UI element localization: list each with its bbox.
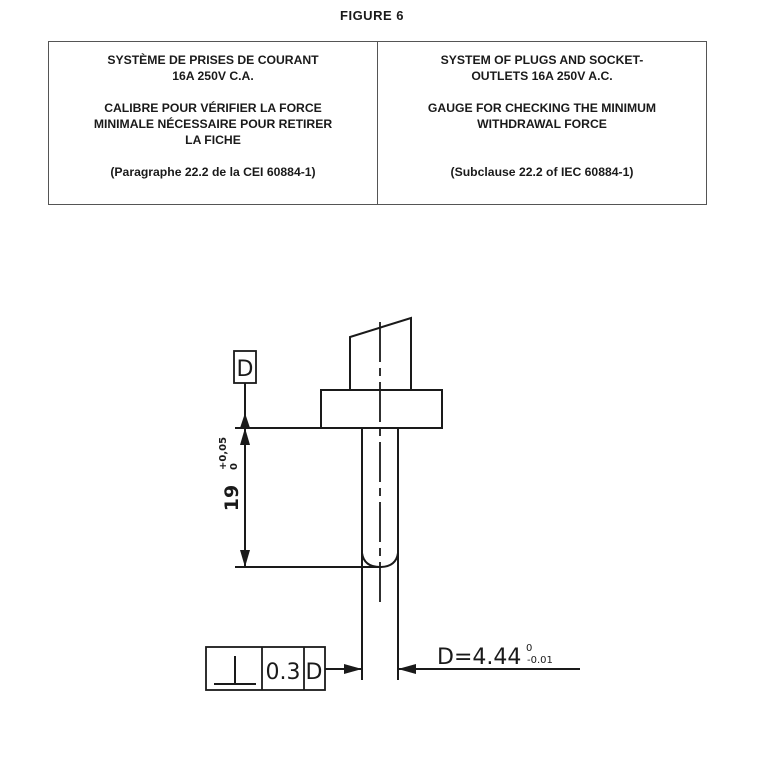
english-title-line-2: OUTLETS 16A 250V A.C.	[471, 69, 613, 83]
diameter-label: D=4.44	[437, 645, 521, 670]
arrow-down-dim	[240, 550, 250, 567]
diameter-upper-tolerance: 0	[526, 643, 532, 654]
arrow-up-datum	[240, 413, 250, 428]
tolerance-datum: D	[306, 660, 323, 685]
datum-label: D	[237, 357, 254, 382]
length-dimension-value: 19	[221, 485, 243, 511]
title-cell-french: SYSTÈME DE PRISES DE COURANT 16A 250V C.…	[49, 42, 378, 204]
arrow-left-diameter	[398, 664, 416, 674]
french-title-line-2: 16A 250V C.A.	[172, 69, 254, 83]
length-upper-tolerance: +0,05	[218, 437, 229, 470]
arrow-right-diameter	[344, 664, 362, 674]
french-title-line-1: SYSTÈME DE PRISES DE COURANT	[107, 53, 319, 67]
flange-outline	[320, 389, 443, 429]
french-subtitle-line-2: MINIMALE NÉCESSAIRE POUR RETIRER	[93, 117, 333, 131]
french-subtitle-line-3: LA FICHE	[185, 133, 241, 147]
english-reference: (Subclause 22.2 of IEC 60884-1)	[450, 165, 634, 179]
english-subtitle-line-1: GAUGE FOR CHECKING THE MINIMUM	[427, 101, 657, 115]
tolerance-value: 0.3	[266, 660, 301, 685]
length-lower-tolerance: 0	[229, 463, 240, 470]
english-title-line-1: SYSTEM OF PLUGS AND SOCKET-	[440, 53, 644, 67]
french-subtitle-line-1: CALIBRE POUR VÉRIFIER LA FORCE	[104, 101, 322, 115]
title-cell-english: SYSTEM OF PLUGS AND SOCKET- OUTLETS 16A …	[378, 42, 706, 204]
french-reference: (Paragraphe 22.2 de la CEI 60884-1)	[110, 165, 316, 179]
title-block-table: SYSTÈME DE PRISES DE COURANT 16A 250V C.…	[48, 41, 707, 205]
diameter-lower-tolerance: -0.01	[527, 655, 553, 666]
arrow-up-dim	[240, 428, 250, 445]
figure-title: FIGURE 6	[340, 8, 404, 23]
datum-box	[233, 350, 257, 384]
english-subtitle-line-2: WITHDRAWAL FORCE	[477, 117, 607, 131]
